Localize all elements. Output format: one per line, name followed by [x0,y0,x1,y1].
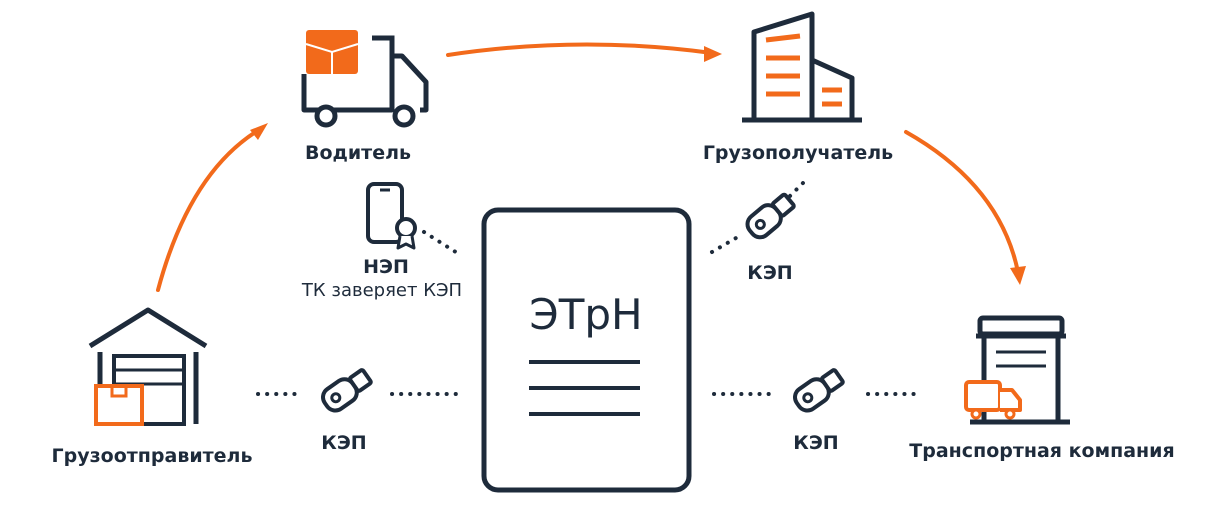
flow-arrow-shipper-to-driver [156,126,264,292]
signature-label-shipper: КЭП [321,432,367,454]
node-label-driver: Водитель [304,142,412,164]
node-label-shipper: Грузоотправитель [51,445,253,467]
signature-note-driver: ТК заверяет КЭП [301,280,463,301]
flow-arrow-driver-to-consignee [446,42,714,57]
signature-type-driver: НЭП [363,256,409,278]
transport-company-icon [964,315,1070,425]
office-building-icon [742,11,862,123]
flow-arrowhead-consignee-to-carrier [1010,266,1026,285]
phone-certificate-icon [366,182,417,250]
warehouse-icon [88,307,208,426]
signature-label-consignee: КЭП [747,262,793,284]
node-label-consignee: Грузополучатель [702,142,894,164]
usb-token-icon [793,368,845,413]
dotted-connectors [256,178,922,396]
node-label-carrier: Транспортная компания [909,440,1175,462]
usb-token-icon [321,368,373,413]
flow-arrow-consignee-to-carrier [904,130,1020,274]
document-title: ЭТрН [529,290,643,339]
signature-label-carrier: КЭП [793,432,839,454]
delivery-truck-icon [301,30,429,128]
document-icon [481,207,692,493]
flow-arrowhead-driver-to-consignee [704,46,722,62]
usb-token-icon [745,192,796,240]
flow-arrowhead-shipper-to-driver [250,123,268,140]
